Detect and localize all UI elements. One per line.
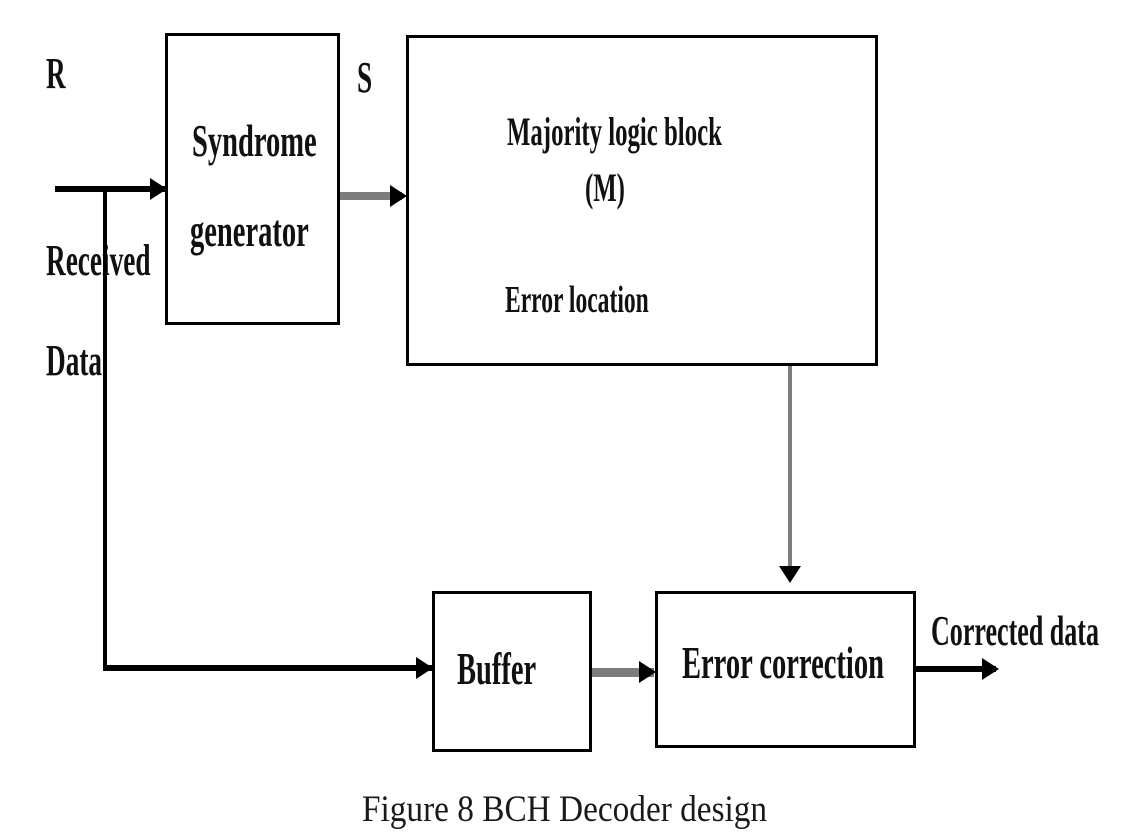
- syndrome-output-symbol-label: S: [357, 53, 373, 102]
- input-symbol-label: R: [46, 49, 66, 98]
- block-error-correction[interactable]: Error correction: [655, 591, 916, 748]
- input-arrowhead-syndrome: [150, 178, 167, 200]
- majority-logic-label-line3: Error location: [505, 279, 649, 321]
- syndrome-generator-label-line2: generator: [190, 205, 309, 256]
- connector-syndrome-to-majority: [340, 192, 402, 200]
- block-syndrome-generator[interactable]: Syndrome generator: [165, 33, 340, 325]
- input-branch-vertical: [103, 189, 107, 668]
- output-line-corrected-data: [916, 666, 996, 672]
- figure-caption: Figure 8 BCH Decoder design: [362, 789, 768, 830]
- buffer-label: Buffer: [457, 643, 537, 694]
- error-correction-label: Error correction: [682, 637, 884, 688]
- majority-logic-label-line1: Majority logic block: [507, 109, 722, 154]
- connector-majority-to-error-correction: [788, 366, 792, 572]
- connector-buffer-to-error-correction: [592, 668, 654, 677]
- input-received-label: Received: [46, 236, 151, 285]
- input-line-to-syndrome: [55, 186, 167, 192]
- input-arrowhead-buffer: [416, 657, 433, 679]
- arrowhead-majority-input: [390, 185, 407, 207]
- input-branch-to-buffer: [103, 665, 435, 671]
- block-buffer[interactable]: Buffer: [432, 591, 592, 752]
- arrowhead-error-correction-input-top: [779, 566, 801, 583]
- input-data-label: Data: [46, 336, 103, 385]
- block-majority-logic[interactable]: Majority logic block (M) Error location: [406, 35, 878, 366]
- syndrome-generator-label-line1: Syndrome: [192, 115, 317, 166]
- majority-logic-label-line2: (M): [585, 165, 625, 210]
- arrowhead-error-correction-input-left: [639, 661, 656, 683]
- output-corrected-data-label: Corrected data: [931, 609, 1100, 655]
- arrowhead-output-corrected-data: [982, 658, 999, 680]
